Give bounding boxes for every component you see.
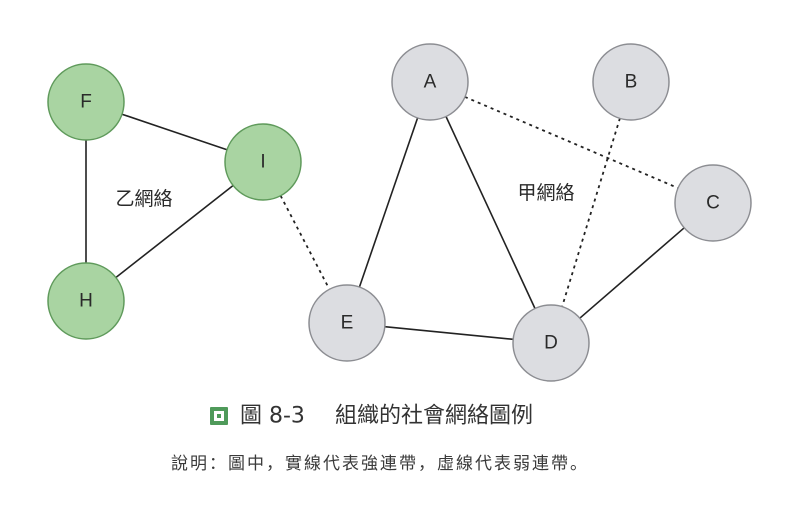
group-label-jia-network: 甲網絡	[517, 182, 574, 204]
figure-caption: 說明：圖中，實線代表強連帶，虛線代表弱連帶。	[171, 454, 589, 474]
node-label-c: C	[706, 193, 720, 214]
group-label-yi-network: 乙網絡	[115, 188, 172, 210]
node-i: I	[224, 123, 302, 201]
edge-c-d-strong	[579, 227, 685, 319]
node-circle-d	[512, 304, 590, 382]
node-label-a: A	[424, 72, 437, 93]
edge-h-i-strong	[115, 184, 234, 279]
edge-e-d-strong	[384, 325, 514, 341]
figure-number: 圖 8-3	[240, 404, 305, 429]
node-e: E	[308, 284, 386, 362]
node-label-h: H	[79, 291, 93, 312]
node-circle-b	[592, 43, 670, 121]
node-label-b: B	[625, 72, 638, 93]
node-d: D	[512, 304, 590, 382]
node-circle-e	[308, 284, 386, 362]
edge-f-i-strong	[121, 113, 228, 151]
nodes-layer: F I H A B C D E	[47, 43, 752, 382]
edge-b-d-weak	[561, 118, 621, 307]
node-b: B	[592, 43, 670, 121]
node-f: F	[47, 63, 125, 141]
figure-heading: 圖 8-3 組織的社會網絡圖例	[210, 404, 533, 429]
edge-a-e-strong	[358, 117, 419, 288]
edge-i-e-weak	[279, 195, 331, 290]
node-circle-a	[391, 43, 469, 121]
node-label-f: F	[80, 92, 92, 113]
node-label-e: E	[341, 313, 354, 334]
edge-a-d-strong	[445, 116, 536, 309]
node-label-i: I	[260, 152, 265, 173]
node-circle-i	[224, 123, 302, 201]
figure-title: 組織的社會網絡圖例	[335, 404, 533, 429]
edges-layer	[85, 96, 685, 341]
node-h: H	[47, 262, 125, 340]
node-c: C	[674, 164, 752, 242]
node-label-d: D	[544, 333, 558, 354]
node-circle-f	[47, 63, 125, 141]
square-bullet-icon	[210, 407, 228, 425]
node-circle-c	[674, 164, 752, 242]
node-a: A	[391, 43, 469, 121]
node-circle-h	[47, 262, 125, 340]
